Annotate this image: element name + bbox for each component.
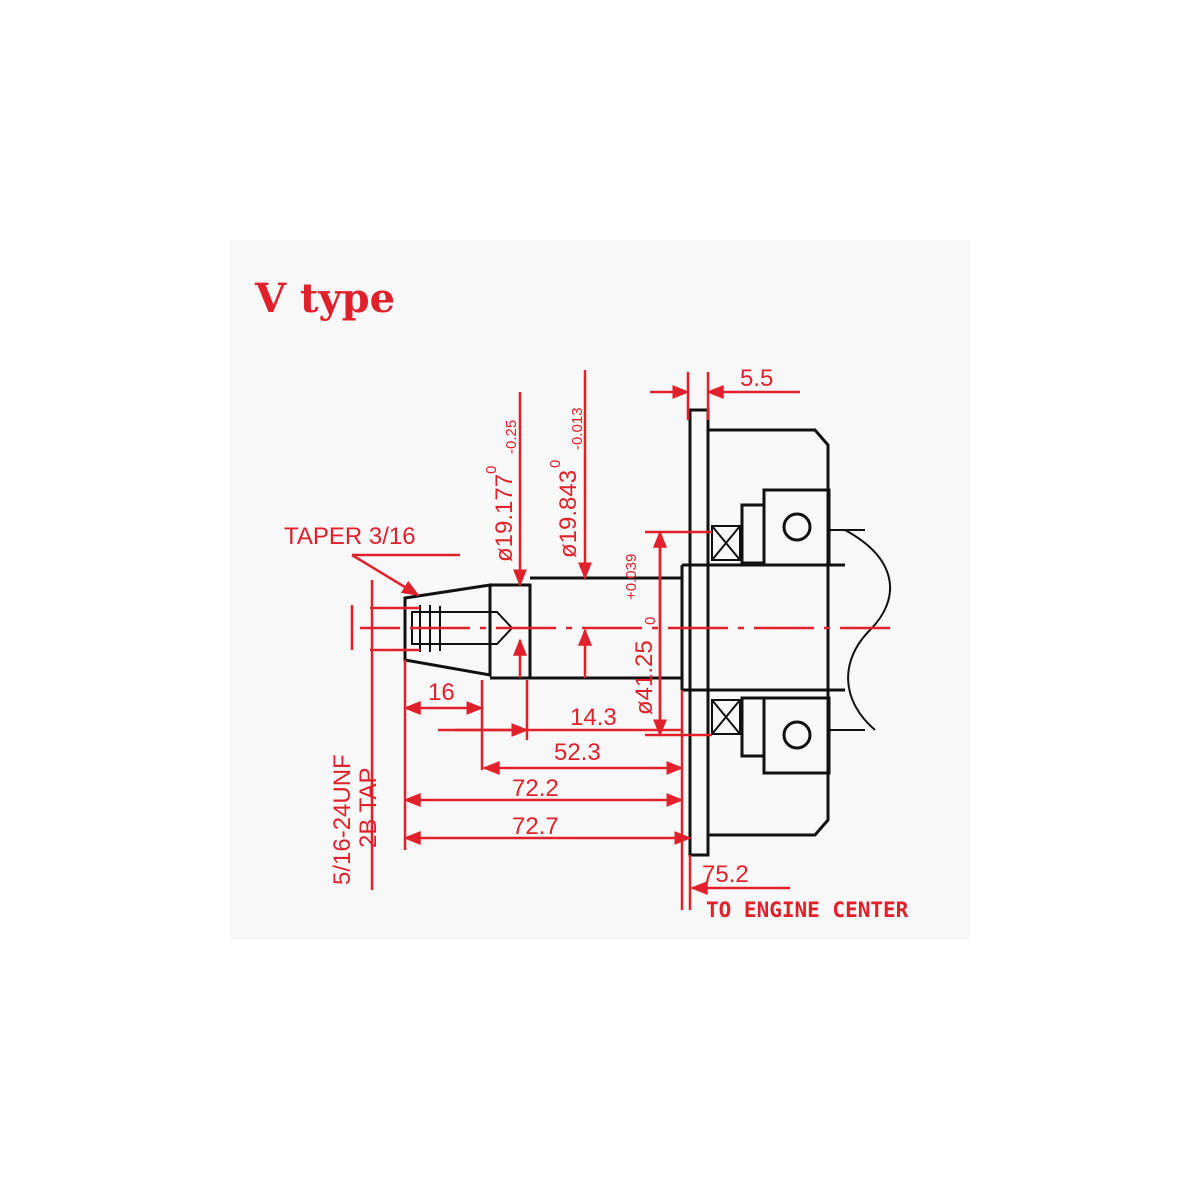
shaft-step-1 (490, 583, 532, 680)
mounting-flange (688, 408, 710, 857)
dim-16: 16 (428, 679, 455, 706)
dim-dia-19-843: ø19.843 (555, 470, 582, 558)
threaded-hole (411, 611, 514, 645)
dimensions: 5.5 ø19.177 0 -0.25 ø19.843 0 -0.013 ø41… (284, 365, 909, 922)
dim-dia-41-25: ø41.25 (631, 640, 658, 715)
housing-outline (708, 428, 830, 837)
break-line (844, 529, 891, 731)
seal-top (711, 525, 741, 561)
dim-14-3: 14.3 (570, 704, 617, 731)
dim-52-3: 52.3 (554, 739, 601, 766)
taper-note: TAPER 3/16 (284, 523, 416, 550)
tap-thread-spec: 5/16-24UNF (329, 754, 356, 885)
dim-dia-19-177: ø19.177 (491, 474, 518, 562)
shaft-step-2 (530, 576, 682, 680)
shaft-geometry (403, 408, 891, 857)
engine-center-note: TO ENGINE CENTER (706, 898, 909, 922)
dim-5-5: 5.5 (740, 365, 773, 392)
dim-75-2: 75.2 (702, 861, 749, 888)
bearing-spacer-bottom (740, 696, 766, 758)
bearing-ball-bottom (782, 720, 812, 750)
diagram-title: V type (254, 275, 395, 322)
svg-text:0: 0 (547, 460, 564, 468)
svg-text:-0.013: -0.013 (569, 407, 586, 450)
svg-text:0: 0 (483, 466, 500, 474)
svg-text:+0.039: +0.039 (623, 554, 640, 600)
svg-text:0: 0 (642, 617, 659, 625)
bearing-spacer-top (740, 503, 766, 565)
dim-72-2: 72.2 (512, 775, 559, 802)
seal-bottom (711, 699, 741, 735)
bearing-ball-top (782, 512, 812, 542)
taper-tip (403, 583, 492, 677)
drawing-area (230, 240, 970, 940)
tap-depth-spec: 2B TAP (355, 768, 382, 848)
bearing-top (762, 488, 831, 567)
svg-text:-0.25: -0.25 (503, 420, 520, 454)
bearing-bottom (762, 696, 831, 775)
dim-72-7: 72.7 (512, 813, 559, 840)
